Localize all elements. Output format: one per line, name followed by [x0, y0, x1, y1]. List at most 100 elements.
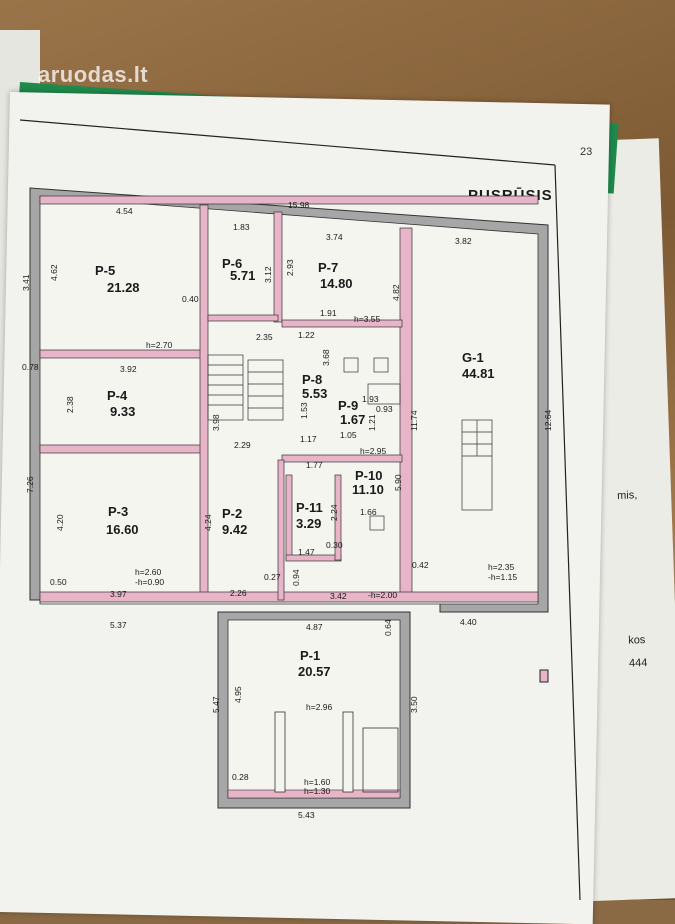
dim: 3.82 [455, 236, 472, 246]
dim: 0.94 [291, 569, 301, 586]
dim: 4.24 [203, 514, 213, 531]
room-p4-area: 9.33 [110, 404, 135, 419]
dim: 1.22 [298, 330, 315, 340]
interior-walls [39, 195, 539, 603]
dim: 0.64 [383, 619, 393, 636]
room-p3-id: P-3 [108, 504, 128, 519]
room-p8-area: 5.53 [302, 386, 327, 401]
dim: h=2.35 [488, 562, 515, 572]
dim: 1.21 [367, 414, 377, 431]
dim: 12.64 [543, 409, 553, 431]
dim: 5.47 [211, 696, 221, 713]
dim: 0.30 [326, 540, 343, 550]
dim: h=2.70 [146, 340, 173, 350]
annex-niche [362, 727, 399, 793]
dim: 0.50 [50, 577, 67, 587]
dim: 4.20 [55, 514, 65, 531]
annex-bottom-wall [227, 789, 401, 799]
room-p7-id: P-7 [318, 260, 338, 275]
dim: -h=1.15 [488, 572, 517, 582]
dim: 3.68 [321, 349, 331, 366]
dim: 0.42 [412, 560, 429, 570]
boiler-icons [343, 357, 401, 531]
dim: 0.78 [22, 362, 39, 372]
dim: 1.77 [306, 460, 323, 470]
dim: -h=2.00 [368, 590, 397, 600]
dim: 4.54 [116, 206, 133, 216]
dim: 3.41 [21, 274, 31, 291]
dim: 7.26 [25, 476, 35, 493]
dim: 2.38 [65, 396, 75, 413]
room-p2-area: 9.42 [222, 522, 247, 537]
page-number: 23 [580, 146, 593, 158]
dim: 0.93 [376, 404, 393, 414]
annex-pillar-left [274, 711, 286, 793]
dim: 2.24 [329, 504, 339, 521]
dim: 1.17 [300, 434, 317, 444]
dim: 4.40 [460, 617, 477, 627]
dim: 2.26 [230, 588, 247, 598]
dim: 1.83 [233, 222, 250, 232]
dim: 1.47 [298, 547, 315, 557]
dim: 11.74 [409, 410, 419, 431]
dim: 3.42 [330, 591, 347, 601]
stairs-left [207, 354, 284, 421]
dim: 4.62 [49, 264, 59, 281]
room-p1-id: P-1 [300, 648, 320, 663]
annex-pillar-right [342, 711, 354, 793]
dim: h=1.60 [304, 777, 331, 787]
frame-right-line [554, 164, 581, 900]
dim: h=2.96 [306, 702, 333, 712]
room-p5-id: P-5 [95, 263, 115, 278]
watermark-logo: aruodas.lt [38, 62, 149, 87]
outer-wall-inner [39, 195, 539, 605]
dim: 5.37 [110, 620, 127, 630]
dim: h=3.55 [354, 314, 381, 324]
dim: 2.29 [234, 440, 251, 450]
dim: 0.27 [264, 572, 281, 582]
room-p9-id: P-9 [338, 398, 358, 413]
dim: 4.82 [391, 284, 401, 301]
dim: 4.87 [306, 622, 323, 632]
dim: 1.66 [360, 507, 377, 517]
floor-plan-drawing: PUSRŪSIS [19, 119, 581, 900]
dim: 3.74 [326, 232, 343, 242]
room-g1-area: 44.81 [462, 366, 495, 381]
dim: 1.91 [320, 308, 337, 318]
dim: -h=0.90 [135, 577, 164, 587]
room-p11-id: P-11 [296, 500, 323, 515]
dim: 0.40 [182, 294, 199, 304]
stairs-g1 [461, 419, 493, 511]
room-labels: P-5 21.28 P-6 5.71 P-7 14.80 G-1 44.81 P… [95, 256, 495, 679]
dim: h=2.60 [135, 567, 162, 577]
room-p1-area: 20.57 [298, 664, 331, 679]
room-p10-id: P-10 [355, 468, 382, 483]
room-p4-id: P-4 [107, 388, 128, 403]
room-p2-id: P-2 [222, 506, 242, 521]
room-g1-id: G-1 [462, 350, 484, 365]
room-p8-id: P-8 [302, 372, 322, 387]
dim: 1.53 [299, 402, 309, 419]
room-p3-area: 16.60 [106, 522, 139, 537]
dim: 3.92 [120, 364, 137, 374]
dim: 0.28 [232, 772, 249, 782]
dim: 3.12 [263, 266, 273, 283]
dim: h=2.95 [360, 446, 387, 456]
dim: 15.98 [288, 200, 310, 210]
room-p6-id: P-6 [222, 256, 242, 271]
marker-square [539, 669, 549, 683]
room-p7-area: 14.80 [320, 276, 353, 291]
dim: 2.35 [256, 332, 273, 342]
dim: 1.05 [340, 430, 357, 440]
dim: 5.43 [298, 810, 315, 820]
dim: 3.97 [110, 589, 127, 599]
room-p11-area: 3.29 [296, 516, 321, 531]
frame-top-line [19, 119, 556, 166]
dim: 3.98 [211, 414, 221, 431]
dimension-labels: 15.98 4.54 1.83 3.74 3.82 3.41 4.62 2.93… [21, 200, 553, 820]
dim: 5.90 [393, 474, 403, 491]
room-p5-area: 21.28 [107, 280, 140, 295]
room-p10-area: 11.10 [352, 482, 384, 497]
dim: 3.50 [409, 696, 419, 713]
room-p6-area: 5.71 [230, 268, 255, 283]
